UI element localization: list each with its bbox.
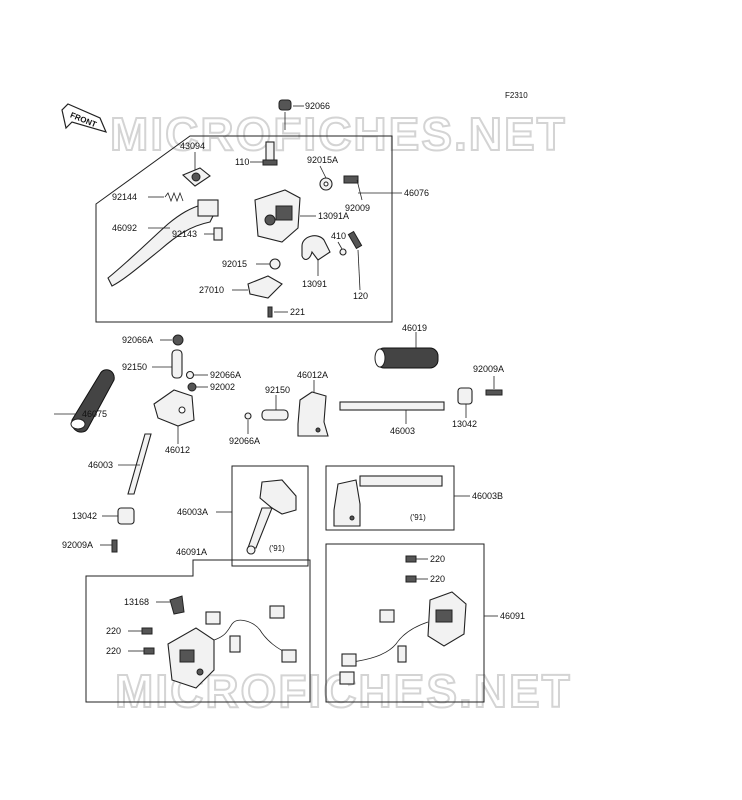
label-13091A: 13091A bbox=[318, 211, 349, 221]
label-92009A-2: 92009A bbox=[62, 540, 93, 550]
label-92009A-1: 92009A bbox=[473, 364, 504, 374]
bolt-120 bbox=[347, 230, 363, 291]
label-46003-2: 46003 bbox=[390, 426, 415, 436]
figure-id: F2310 bbox=[505, 91, 528, 100]
clamp-13091 bbox=[301, 235, 331, 276]
nut-92015 bbox=[256, 258, 281, 270]
label-92150-2: 92150 bbox=[265, 385, 290, 395]
holder-46012A bbox=[297, 380, 329, 437]
screw-92009-top bbox=[343, 175, 363, 201]
grip-46019 bbox=[374, 332, 439, 369]
lever-assembly-box bbox=[95, 135, 393, 323]
label-92150-1: 92150 bbox=[122, 362, 147, 372]
label-220-3: 220 bbox=[430, 554, 445, 564]
collar-92143 bbox=[204, 227, 223, 241]
note-91-a: ('91) bbox=[269, 544, 285, 553]
master-cylinder-13091A bbox=[254, 189, 316, 243]
lever-46092 bbox=[107, 199, 219, 287]
switch-housing-left bbox=[167, 605, 297, 689]
label-46091A: 46091A bbox=[176, 547, 207, 557]
label-46003-1: 46003 bbox=[88, 460, 113, 470]
label-92002: 92002 bbox=[210, 382, 235, 392]
label-92144: 92144 bbox=[112, 192, 137, 202]
adjuster-43094 bbox=[181, 152, 211, 187]
handlebar-46003A bbox=[216, 479, 297, 555]
label-92015: 92015 bbox=[222, 259, 247, 269]
note-91-b: ('91) bbox=[410, 513, 426, 522]
variant-46003A-box bbox=[231, 465, 309, 567]
switch-46091-box bbox=[325, 543, 485, 703]
label-120: 120 bbox=[353, 291, 368, 301]
grip-46075 bbox=[54, 369, 115, 433]
label-46012A: 46012A bbox=[297, 370, 328, 380]
label-46076: 46076 bbox=[404, 188, 429, 198]
clip-13168 bbox=[156, 595, 185, 615]
label-46091: 46091 bbox=[500, 611, 525, 621]
screw-220-4 bbox=[405, 575, 428, 583]
bolt-92150-1 bbox=[152, 349, 183, 379]
washer-410 bbox=[337, 241, 347, 256]
cap-92066A-3 bbox=[244, 412, 252, 434]
holder-46012 bbox=[153, 389, 195, 444]
label-92066A-1: 92066A bbox=[122, 335, 153, 345]
label-92143: 92143 bbox=[172, 229, 197, 239]
watermark-top: MICROFICHES.NET bbox=[110, 108, 567, 160]
screw-92009A-2 bbox=[100, 539, 118, 553]
switch-27010 bbox=[232, 275, 283, 299]
screw-220-1 bbox=[128, 627, 153, 635]
bolt-92150-2 bbox=[261, 395, 289, 421]
front-arrow-icon: FRONT bbox=[61, 103, 108, 133]
label-46003A: 46003A bbox=[177, 507, 208, 517]
label-410: 410 bbox=[331, 231, 346, 241]
label-92066: 92066 bbox=[305, 101, 330, 111]
screw-221 bbox=[267, 306, 288, 318]
label-92066A-3: 92066A bbox=[229, 436, 260, 446]
label-46092: 46092 bbox=[112, 223, 137, 233]
cap-92066A-1 bbox=[160, 334, 184, 346]
label-46003B: 46003B bbox=[472, 491, 503, 501]
label-92066A-2: 92066A bbox=[210, 370, 241, 380]
label-46075: 46075 bbox=[82, 409, 107, 419]
nut-92015A bbox=[319, 165, 333, 191]
label-220-2: 220 bbox=[106, 646, 121, 656]
label-13168: 13168 bbox=[124, 597, 149, 607]
label-220-1: 220 bbox=[106, 626, 121, 636]
handlebar-46003-1 bbox=[118, 433, 152, 495]
label-43094: 43094 bbox=[180, 141, 205, 151]
label-220-4: 220 bbox=[430, 574, 445, 584]
variant-46003B-box bbox=[325, 465, 455, 531]
label-46012: 46012 bbox=[165, 445, 190, 455]
label-27010: 27010 bbox=[199, 285, 224, 295]
switch-housing-right bbox=[339, 591, 467, 685]
screw-92002 bbox=[187, 382, 208, 392]
screw-92009A-1 bbox=[485, 376, 503, 396]
screw-220-2 bbox=[128, 647, 155, 655]
handlebar-46003-2 bbox=[339, 401, 445, 424]
label-13042-1: 13042 bbox=[72, 511, 97, 521]
cap-92066A-2 bbox=[185, 370, 208, 380]
cap-92066 bbox=[278, 99, 304, 130]
label-92009-top: 92009 bbox=[345, 203, 370, 213]
label-110: 110 bbox=[235, 157, 249, 167]
weight-13042-1 bbox=[102, 507, 135, 525]
spring-92144 bbox=[148, 191, 184, 203]
label-92015A: 92015A bbox=[307, 155, 338, 165]
label-13091: 13091 bbox=[302, 279, 327, 289]
screw-220-3 bbox=[405, 555, 428, 563]
weight-13042-2 bbox=[457, 387, 473, 418]
bolt-110 bbox=[250, 141, 278, 166]
label-221: 221 bbox=[290, 307, 305, 317]
label-46019: 46019 bbox=[402, 323, 427, 333]
label-13042-2: 13042 bbox=[452, 419, 477, 429]
handlebar-46003B bbox=[333, 475, 470, 527]
